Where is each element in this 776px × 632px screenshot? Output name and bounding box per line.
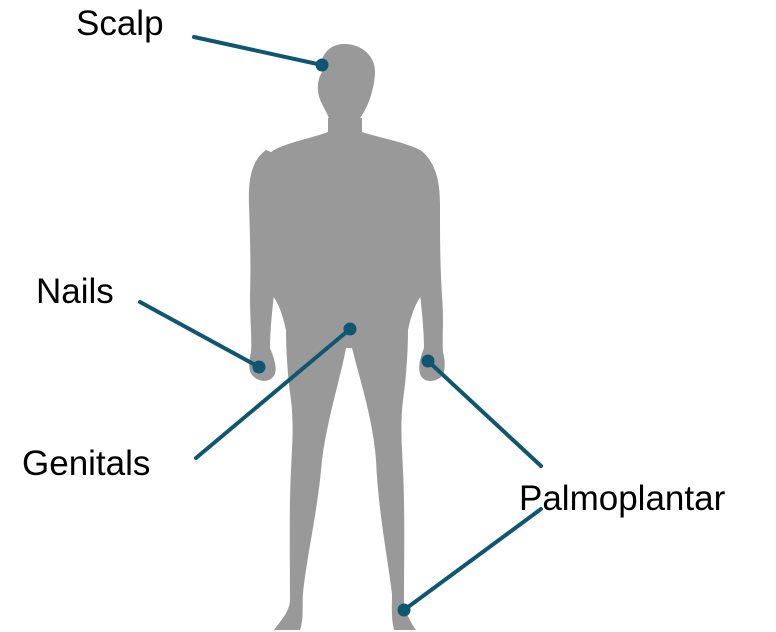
marker-dot-sole bbox=[398, 604, 411, 617]
leader-line-sole bbox=[404, 509, 541, 610]
marker-dot-scalp bbox=[316, 59, 329, 72]
left-arm-shape bbox=[249, 150, 277, 381]
label-palmoplantar: Palmoplantar bbox=[519, 481, 725, 516]
marker-dot-palm bbox=[422, 355, 435, 368]
human-body-silhouette-icon bbox=[249, 44, 445, 630]
leader-line-palm bbox=[428, 361, 541, 466]
head-shape bbox=[318, 44, 375, 124]
leader-line-scalp bbox=[194, 37, 322, 65]
leader-line-nails bbox=[140, 302, 259, 367]
marker-dot-genitals bbox=[344, 323, 357, 336]
label-genitals: Genitals bbox=[22, 446, 150, 481]
torso-legs-shape bbox=[260, 118, 435, 630]
right-arm-shape bbox=[415, 150, 445, 381]
label-nails: Nails bbox=[36, 274, 114, 309]
marker-dot-nails bbox=[253, 361, 266, 374]
label-scalp: Scalp bbox=[76, 6, 164, 41]
